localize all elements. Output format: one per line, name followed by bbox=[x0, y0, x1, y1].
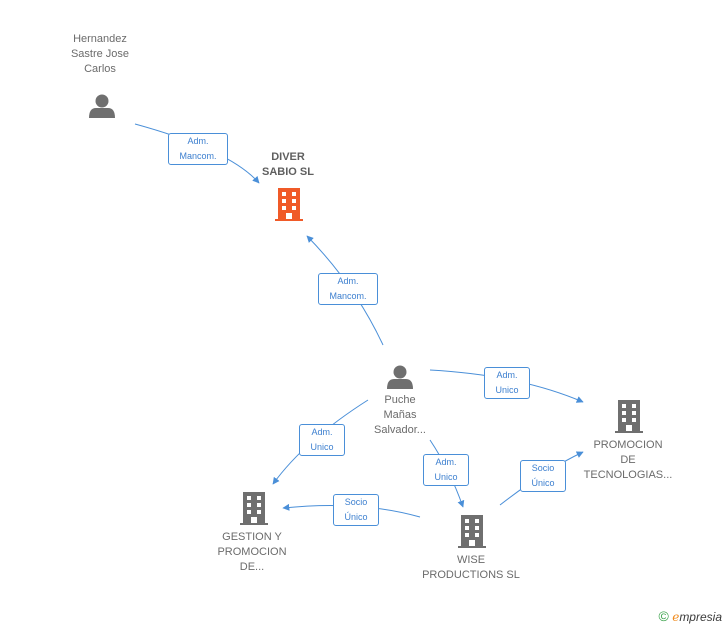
building-icon bbox=[275, 188, 303, 221]
edge-label-socio-unico: Socio Único bbox=[333, 494, 379, 526]
node-puche[interactable]: Puche Mañas Salvador... bbox=[374, 394, 426, 436]
edge-label-adm-unico: Adm. Unico bbox=[423, 454, 469, 486]
person-icon bbox=[387, 365, 413, 389]
node-hernandez[interactable]: Hernandez Sastre Jose Carlos bbox=[70, 33, 130, 75]
edge-label-adm-mancom: Adm. Mancom. bbox=[318, 273, 378, 305]
copyright-icon: © bbox=[658, 608, 669, 624]
node-diver-sabio[interactable]: DIVER SABIO SL bbox=[262, 151, 314, 178]
edge-label-adm-unico: Adm. Unico bbox=[299, 424, 345, 456]
node-promocion-tecnologias[interactable]: PROMOCION DE TECNOLOGIAS... bbox=[583, 439, 673, 481]
node-wise-productions[interactable]: WISE PRODUCTIONS SL bbox=[422, 554, 520, 581]
node-gestion-promocion[interactable]: GESTION Y PROMOCION DE... bbox=[217, 531, 287, 573]
building-icon bbox=[615, 400, 643, 433]
edge-label-adm-unico: Adm. Unico bbox=[484, 367, 530, 399]
building-icon bbox=[240, 492, 268, 525]
edge-label-socio-unico: Socio Único bbox=[520, 460, 566, 492]
empresia-logo[interactable]: © empresia bbox=[658, 608, 722, 624]
building-icon bbox=[458, 515, 486, 548]
edge-label-adm-mancom: Adm. Mancom. bbox=[168, 133, 228, 165]
person-icon bbox=[89, 94, 115, 118]
